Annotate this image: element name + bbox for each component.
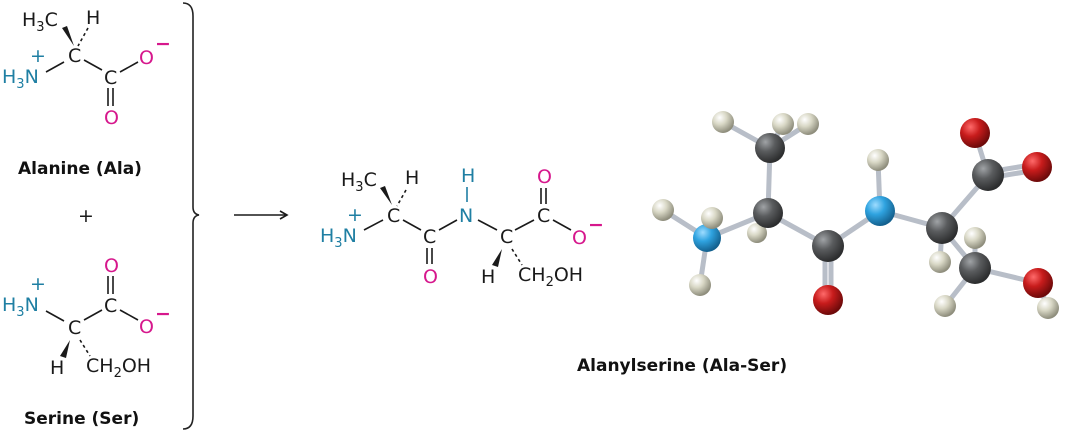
side-chain: CH2OH [86,355,151,381]
carbon-ball [926,212,958,244]
bond [45,310,65,322]
hydrogen-ball [712,111,734,133]
serine-structure: O C H3N + C O − H CH2OH Serine (Ser) [2,255,171,429]
bond [402,219,422,231]
oxygen-ball [960,118,990,148]
hydrogen-atom: H [86,7,100,29]
side-chain: CH2OH [518,264,583,290]
bond [552,219,572,231]
ball-and-stick-model [652,111,1059,319]
alpha-carbon-2: C [500,226,513,248]
methyl-group: H3C [341,169,377,195]
alpha-carbon: C [68,45,81,67]
oxygen-ball [813,285,843,315]
wedge-bond [62,26,74,46]
carboxyl-carbon: C [104,295,117,317]
hydrogen-ball [1037,297,1059,319]
bond [514,219,535,231]
bond [119,61,139,73]
dash-bond [396,189,407,207]
amine-group: H3N [2,294,39,320]
alanine-label: Alanine (Ala) [18,159,142,179]
wedge-bond [380,186,392,205]
hydrogen-ball [772,113,794,135]
bond [477,219,498,231]
oxygen-minus: O [572,227,587,249]
grouping-brace [182,2,200,430]
bond [438,219,458,231]
amine-group: H3N [2,66,39,92]
reaction-arrow [234,210,289,220]
positive-charge: + [347,204,363,226]
alpha-carbon-1: C [387,205,400,227]
hydrogen-ball [747,223,767,243]
hydrogen-ball [689,274,711,296]
negative-charge: − [588,214,604,236]
alpha-carbon: C [68,317,81,339]
alanylserine-structure: H3C H C H3N + C O N H C C O O − H CH2OH [320,165,604,290]
carboxyl-carbon: C [537,205,550,227]
hydrogen-ball [867,149,889,171]
oxygen-double: O [537,166,552,188]
oxygen-double: O [104,107,119,129]
dash-bond [79,339,91,357]
carbon-ball [755,133,785,163]
oxygen-ball [1022,152,1052,182]
bond [363,219,384,231]
hydrogen-atom: H [405,167,419,189]
hydrogen-atom: H [481,266,495,288]
carbon-ball [812,230,844,262]
hydrogen-ball [701,207,723,229]
positive-charge: + [30,273,46,295]
hydrogen-ball [652,199,674,221]
oxygen-minus: O [139,47,154,69]
dash-bond [77,27,89,47]
hydrogen-atom: H [50,357,64,379]
carbon-ball [972,159,1004,191]
negative-charge: − [155,33,171,55]
plus-sign: + [78,205,94,227]
carbon-ball [959,252,991,284]
alanine-structure: H3C H C H3N + C O − O Alanine (Ala) [2,7,171,179]
hydrogen-ball [964,227,986,249]
bond [83,59,103,71]
negative-charge: − [155,303,171,325]
bond [45,61,65,73]
oxygen-double: O [104,255,119,277]
nitrogen-ball [693,224,721,252]
hydrogen-ball [797,113,819,135]
alanylserine-label: Alanylserine (Ala-Ser) [577,356,787,376]
wedge-bond [492,249,502,267]
oxygen-ball [1023,268,1053,298]
carbonyl-carbon: C [423,226,436,248]
oxygen-minus: O [139,316,154,338]
methyl-group: H3C [22,9,58,35]
positive-charge: + [30,45,46,67]
dash-bond [511,248,523,266]
carbon-ball [753,198,783,228]
hydrogen-ball [929,251,951,273]
carboxyl-carbon: C [104,67,117,89]
amide-nitrogen: N [459,205,473,227]
bond [119,309,139,321]
amide-hydrogen: H [461,165,475,187]
wedge-bond [60,340,70,358]
serine-label: Serine (Ser) [24,409,139,429]
amine-group: H3N [320,225,357,251]
hydrogen-ball [934,295,956,317]
bond [83,309,103,321]
carbonyl-oxygen: O [423,266,438,288]
nitrogen-ball [865,196,895,226]
